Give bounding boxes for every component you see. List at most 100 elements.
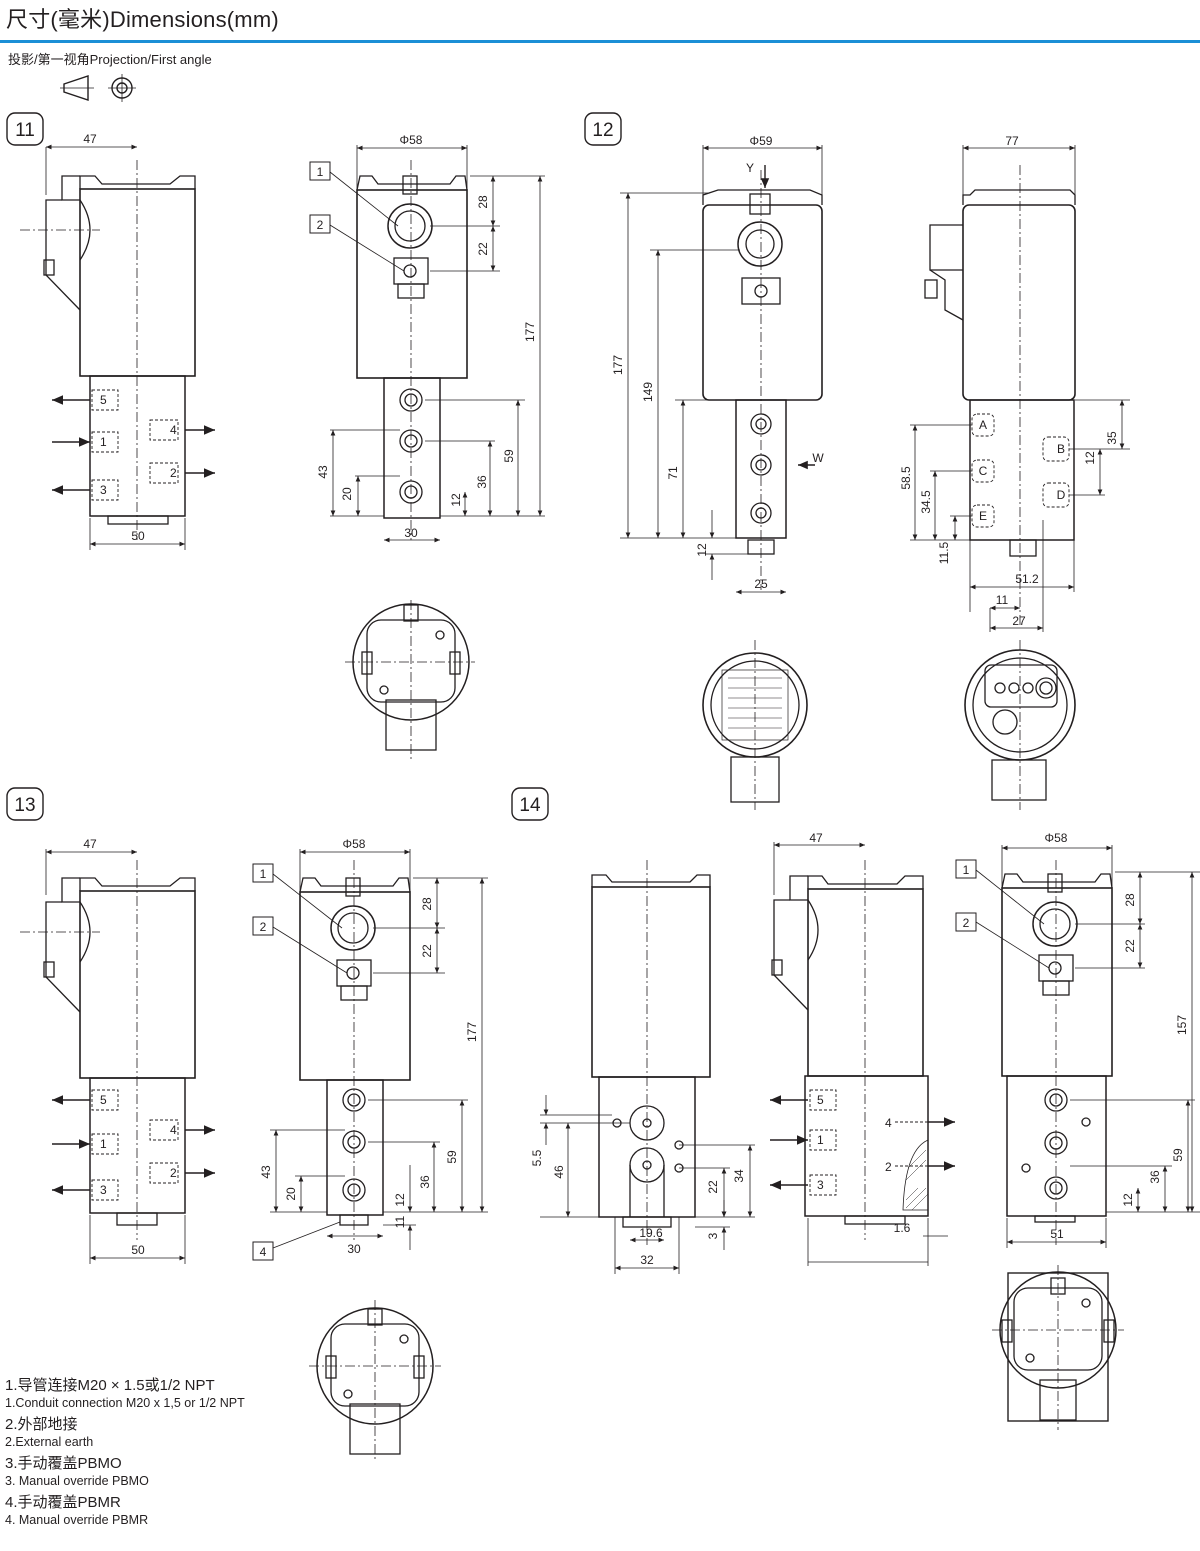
dim-label: 157 (1175, 1015, 1189, 1035)
note-en: 3. Manual override PBMO (5, 1474, 149, 1488)
fig13-number: 13 (14, 795, 35, 816)
fig14-top-view (992, 1265, 1124, 1430)
dim-label: 12 (695, 543, 709, 557)
port-label: A (979, 418, 987, 432)
projection-label: 投影/第一视角Projection/First angle (8, 52, 212, 67)
dim-label: 47 (83, 837, 97, 851)
dim-label: 47 (809, 831, 823, 845)
port-label: 1 (100, 435, 107, 449)
note-en: 1.Conduit connection M20 x 1,5 or 1/2 NP… (5, 1396, 245, 1410)
dim-label: 34.5 (919, 490, 933, 514)
dim-label: 59 (445, 1150, 459, 1164)
dim-label: 28 (420, 897, 434, 911)
note-cn: 3.手动覆盖PBMO (5, 1455, 122, 1472)
dim-label: 12 (449, 493, 463, 507)
port-label: 4 (170, 1123, 177, 1137)
port-label: 2 (885, 1160, 892, 1174)
dim-label: 36 (1148, 1170, 1162, 1184)
note-cn: 1.导管连接M20 × 1.5或1/2 NPT (5, 1377, 215, 1394)
dim-label: 20 (284, 1187, 298, 1201)
dim-label: 50 (131, 529, 145, 543)
dim-label: 22 (420, 944, 434, 958)
dim-label: 51.2 (1015, 572, 1039, 586)
figure-14 (511, 787, 1200, 1430)
note-cn: 4.手动覆盖PBMR (5, 1494, 121, 1511)
port-label: 5 (817, 1093, 824, 1107)
dim-label: 59 (502, 449, 516, 463)
dim-label: 12 (393, 1193, 407, 1207)
note-en: 4. Manual override PBMR (5, 1513, 149, 1527)
dim-label: 177 (465, 1022, 479, 1042)
dim-label: Φ59 (750, 134, 773, 148)
callout-label: 1 (963, 863, 970, 877)
fig11-top-view (345, 600, 475, 760)
dim-label: 28 (476, 195, 490, 209)
dim-label: 71 (666, 466, 680, 480)
dim-label: Φ58 (1045, 831, 1068, 845)
title-divider (0, 40, 1200, 43)
fig13-top-view (309, 1300, 441, 1462)
page-title: 尺寸(毫米)Dimensions(mm) (6, 7, 279, 32)
view-arrow-label: Y (746, 161, 754, 175)
view-arrow-label: W (812, 451, 824, 465)
dim-label: 51 (1050, 1227, 1064, 1241)
note-cn: 2.外部地接 (5, 1416, 78, 1433)
callout-label: 1 (260, 867, 267, 881)
fig12-side-view (910, 145, 1130, 632)
dim-label: 50 (131, 1243, 145, 1257)
dim-label: 5.5 (530, 1149, 544, 1166)
dim-label: 11.5 (937, 541, 951, 564)
fig14-front-view (955, 845, 1200, 1248)
port-label: 4 (885, 1116, 892, 1130)
dim-label: 77 (1005, 134, 1019, 148)
dim-label: 36 (418, 1175, 432, 1189)
dim-label: Φ58 (400, 133, 423, 147)
fig11-front-view (309, 145, 545, 543)
dim-label: 47 (83, 132, 97, 146)
dim-label: 22 (476, 242, 490, 256)
callout-label: 4 (260, 1245, 267, 1259)
legend-notes: 1.导管连接M20 × 1.5或1/2 NPT 1.Conduit connec… (5, 1376, 245, 1532)
dim-label: 20 (340, 487, 354, 501)
fig13-front-view (252, 849, 488, 1261)
dim-label: 43 (316, 465, 330, 479)
port-label: 4 (170, 423, 177, 437)
dim-label: 1.6 (894, 1221, 911, 1235)
dim-label: 30 (404, 526, 418, 540)
fig12-top-views (702, 640, 1076, 810)
callout-label: 2 (260, 920, 267, 934)
port-label: D (1057, 488, 1066, 502)
figure-13 (6, 787, 488, 1462)
dim-label: 12 (1083, 451, 1097, 465)
dim-label: 149 (641, 382, 655, 402)
figure-11 (6, 112, 545, 760)
dim-label: 27 (1012, 614, 1026, 628)
port-label: 1 (100, 1137, 107, 1151)
dim-label: Φ58 (343, 837, 366, 851)
dim-label: 28 (1123, 893, 1137, 907)
dim-label: 43 (259, 1165, 273, 1179)
port-label: 3 (817, 1178, 824, 1192)
dim-label: 177 (523, 322, 537, 342)
dim-label: 35 (1105, 431, 1119, 445)
dim-label: 30 (347, 1242, 361, 1256)
dim-label: 3 (706, 1232, 720, 1239)
fig11-number: 11 (15, 120, 35, 141)
callout-label: 2 (963, 916, 970, 930)
dim-label: 22 (1123, 939, 1137, 953)
dim-label: 19.6 (639, 1226, 663, 1240)
note-en: 2.External earth (5, 1435, 94, 1449)
dim-label: 12 (1121, 1193, 1135, 1207)
dim-label: 25 (754, 577, 768, 591)
callout-label: 2 (317, 218, 324, 232)
port-label: E (979, 509, 987, 523)
fig14-rear-view (540, 860, 755, 1274)
port-label: B (1057, 442, 1065, 456)
dim-label: 11 (996, 593, 1009, 607)
fig13-side-view (20, 849, 215, 1264)
port-label: 2 (170, 1166, 177, 1180)
port-label: C (979, 464, 988, 478)
fig11-side-view (20, 144, 215, 550)
fig14-side-view (770, 842, 955, 1266)
dim-label: 36 (475, 475, 489, 489)
